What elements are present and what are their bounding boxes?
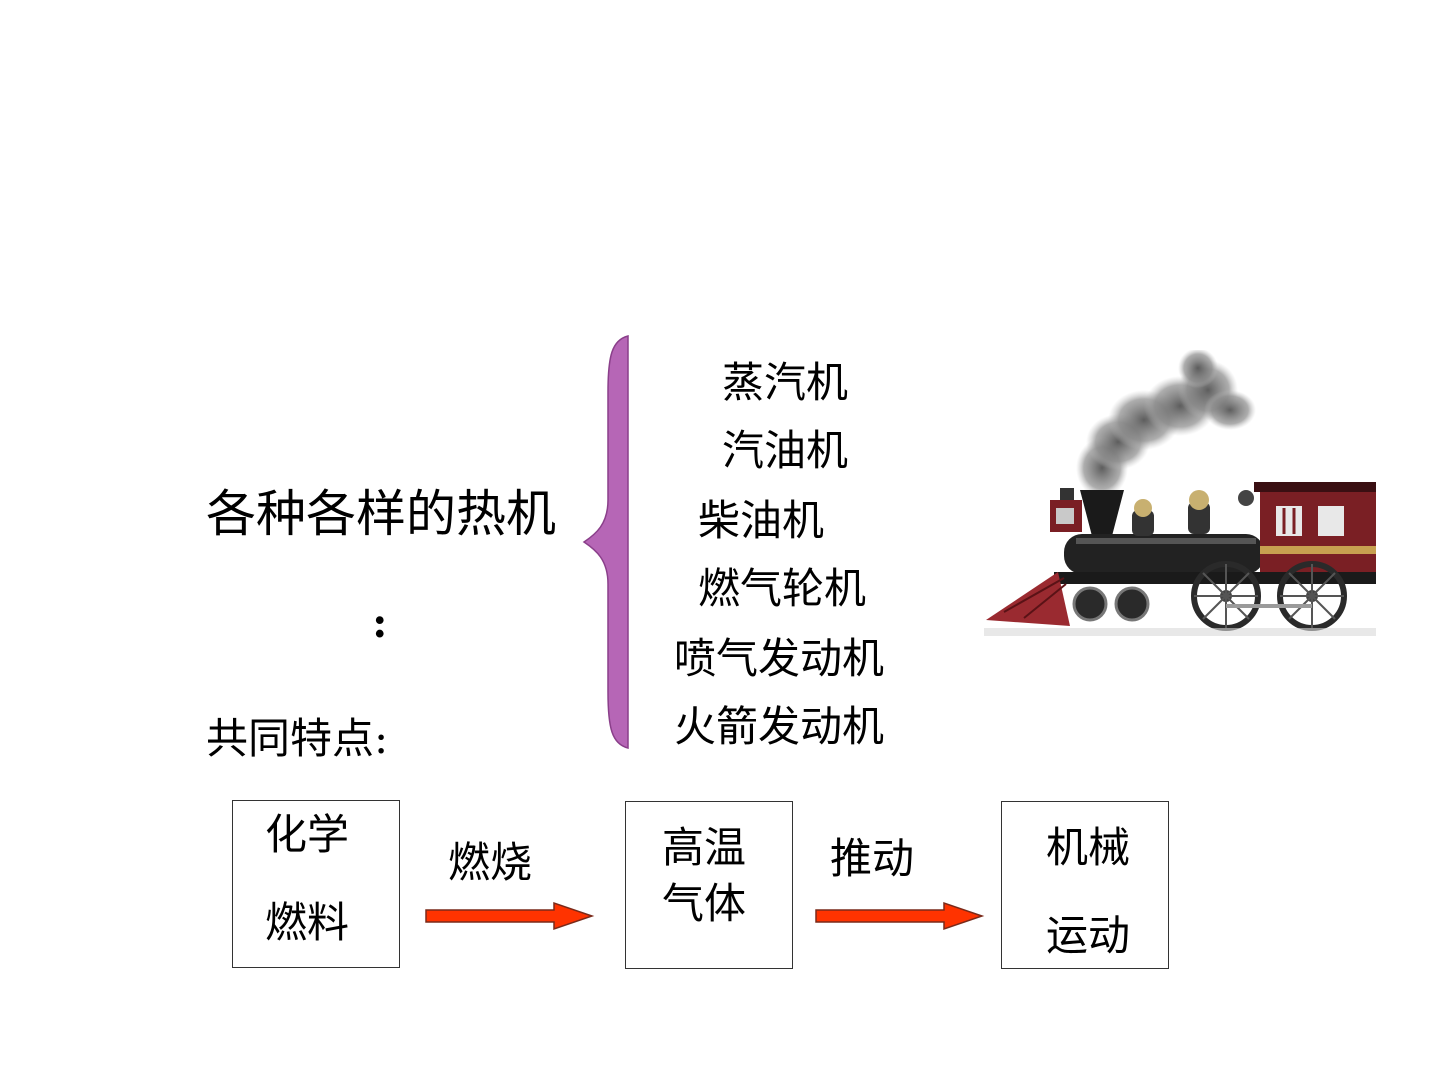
common-features-label: 共同特点: — [206, 714, 389, 763]
smoke — [1076, 350, 1256, 498]
arrow-label-drive: 推动 — [830, 834, 915, 883]
flow-box-hot-gas: 高温 气体 — [625, 801, 793, 969]
flow-box-line2: 运动 — [1046, 911, 1131, 960]
wheels — [1072, 561, 1347, 631]
engine-item-rocket: 火箭发动机 — [674, 702, 885, 751]
curly-brace-icon — [582, 335, 629, 749]
flow-box-chemical-fuel: 化学 燃料 — [232, 800, 400, 968]
steam-locomotive-illustration — [984, 350, 1376, 636]
engine-item-diesel: 柴油机 — [698, 496, 825, 545]
flow-box-line2: 燃料 — [265, 898, 350, 947]
engine-item-jet: 喷气发动机 — [674, 634, 885, 683]
flow-box-line1: 机械 — [1046, 823, 1131, 872]
slide-title: 各种各样的热机 — [206, 485, 556, 543]
flow-box-line1: 高温 — [662, 823, 747, 872]
engine-item-gasoline: 汽油机 — [722, 426, 849, 475]
right-arrow-icon — [425, 901, 595, 931]
title-colon: : — [372, 598, 388, 647]
engine-item-gas-turbine: 燃气轮机 — [698, 564, 867, 613]
right-arrow-icon — [815, 901, 985, 931]
engine-item-steam: 蒸汽机 — [722, 358, 849, 407]
arrow-label-combustion: 燃烧 — [448, 838, 533, 887]
flow-box-line1: 化学 — [265, 810, 350, 859]
flow-box-mechanical-motion: 机械 运动 — [1001, 801, 1169, 969]
flow-box-line2: 气体 — [662, 879, 747, 928]
